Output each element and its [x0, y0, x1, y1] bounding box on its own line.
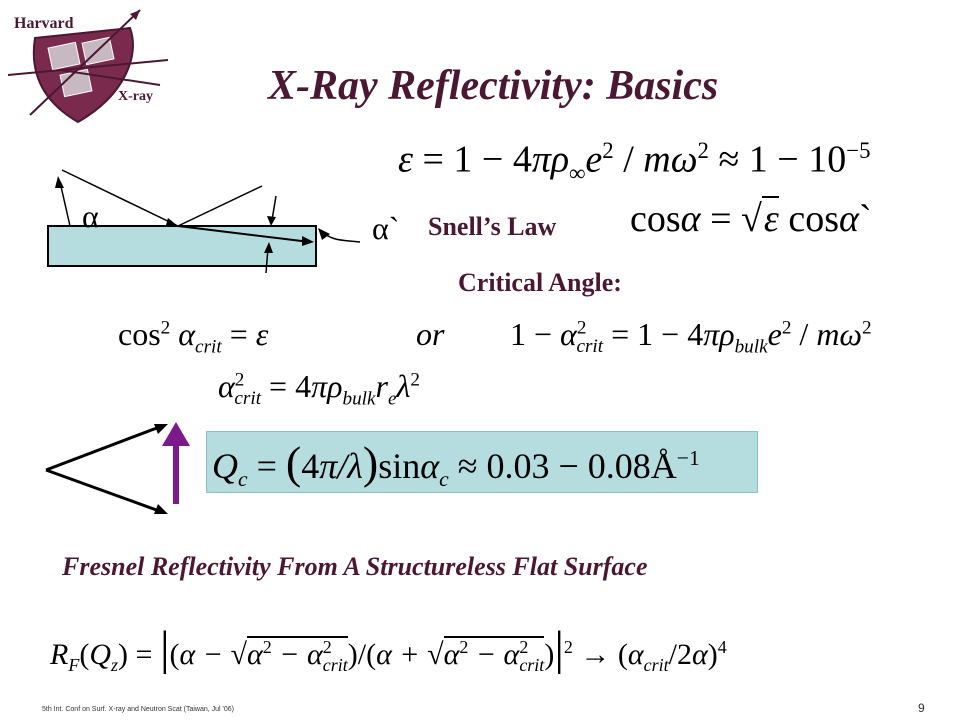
footer-citation: 5th Int. Conf on Surf. X-ray and Neutron…	[42, 706, 234, 713]
alpha-prime-label: α`	[372, 210, 400, 246]
fresnel-equation: RF(Qz) = |(α − √α2 − α2crit)/(α + √α2 − …	[50, 622, 727, 675]
logo-bottom-text: X-ray	[118, 89, 153, 104]
purple-up-arrow	[162, 422, 190, 504]
critical-angle-equation-1: cos2 αcrit = ε	[118, 316, 269, 358]
page-number: 9	[918, 701, 925, 715]
snells-law-label: Snell’s Law	[428, 212, 557, 241]
epsilon-equation: ε = 1 − 4πρ∞e2 / mω2 ≈ 1 − 10−5	[398, 138, 871, 186]
critical-angle-equation-2: 1 − α2crit = 1 − 4πρbulke2 / mω2	[510, 316, 872, 358]
fresnel-heading: Fresnel Reflectivity From A Structureles…	[62, 552, 648, 581]
snells-law-equation: cosα = √ε cosα`	[630, 196, 872, 240]
incidence-diagram	[47, 169, 361, 274]
page-title: X-Ray Reflectivity: Basics	[268, 63, 719, 109]
critical-angle-equation-3: α2crit = 4πρbulkreλ2	[218, 368, 420, 410]
qc-equation: Qc = (4π/λ)sinαc ≈ 0.03 − 0.08Å−1	[212, 437, 700, 492]
harvard-xray-logo: Harvard X-ray	[7, 9, 169, 124]
wavevector-triangle	[45, 424, 168, 514]
logo-top-text: Harvard	[14, 15, 74, 32]
qc-equation-box	[206, 431, 758, 493]
alpha-label: α	[82, 198, 99, 234]
or-label: or	[416, 316, 445, 352]
critical-angle-label: Critical Angle:	[458, 268, 622, 297]
